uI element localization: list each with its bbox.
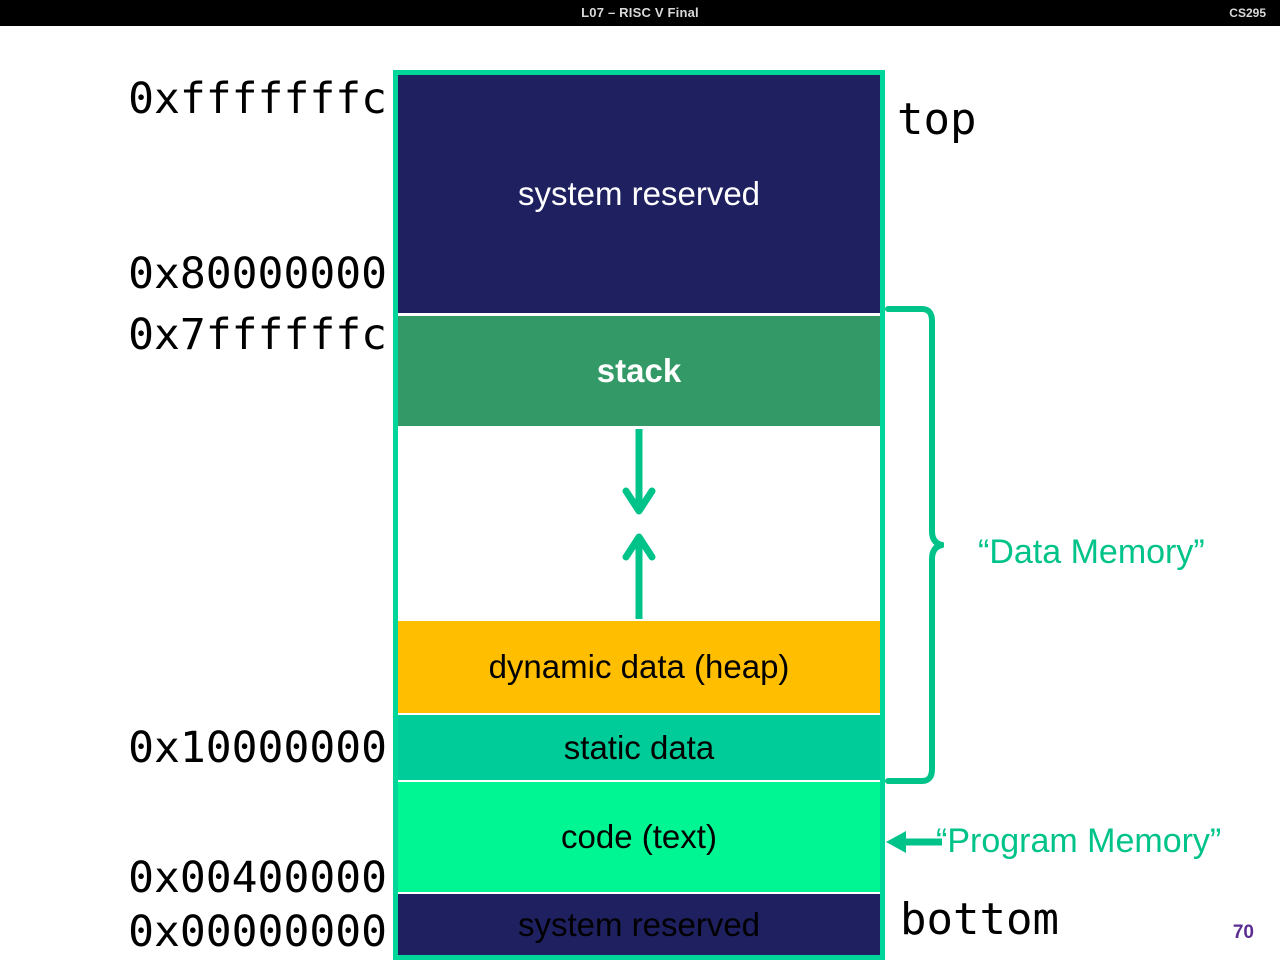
address-label-0x10000000: 0x10000000 xyxy=(128,723,387,773)
address-label-0x00400000: 0x00400000 xyxy=(128,853,387,903)
stack-growth-down-arrow xyxy=(622,429,656,515)
memory-block-label: static data xyxy=(563,728,715,766)
memory-block-dynamic-data-heap: dynamic data (heap) xyxy=(398,621,880,713)
memory-block-label: system reserved xyxy=(517,175,761,212)
memory-block-system-reserved-bottom: system reserved xyxy=(398,894,880,955)
memory-block-label: stack xyxy=(596,352,682,389)
memory-block-label: dynamic data (heap) xyxy=(488,648,790,685)
slide-header-course-code: CS295 xyxy=(1229,6,1266,20)
memory-block-label: system reserved xyxy=(517,905,761,943)
memory-block-free-gap xyxy=(398,429,880,619)
growth-arrows-group xyxy=(622,429,656,619)
address-label-0x7ffffffc: 0x7ffffffc xyxy=(128,310,387,360)
address-label-0x80000000: 0x80000000 xyxy=(128,249,387,299)
slide-header-title: L07 – RISC V Final xyxy=(581,5,699,20)
annotation-bottom-label: bottom xyxy=(900,894,1059,945)
heap-growth-up-arrow xyxy=(622,533,656,619)
address-label-0xfffffffc: 0xfffffffc xyxy=(128,74,387,124)
annotation-top-label: top xyxy=(897,94,977,145)
memory-block-label: code (text) xyxy=(561,818,717,855)
annotation-data-memory-label: “Data Memory” xyxy=(978,533,1205,571)
memory-block-system-reserved-top: system reserved xyxy=(398,75,880,313)
address-label-0x00000000: 0x00000000 xyxy=(128,907,387,957)
slide-page-number: 70 xyxy=(1232,922,1254,943)
memory-block-code-text: code (text) xyxy=(398,782,880,892)
program-memory-arrow-icon xyxy=(886,831,942,853)
memory-block-stack: stack xyxy=(398,316,880,426)
memory-layout-diagram: system reserved stack dynamic data (heap… xyxy=(393,70,885,960)
data-memory-bracket xyxy=(885,306,944,784)
memory-block-static-data: static data xyxy=(398,715,880,780)
slide-header-bar xyxy=(0,0,1280,26)
annotation-program-memory-label: “Program Memory” xyxy=(936,822,1222,860)
